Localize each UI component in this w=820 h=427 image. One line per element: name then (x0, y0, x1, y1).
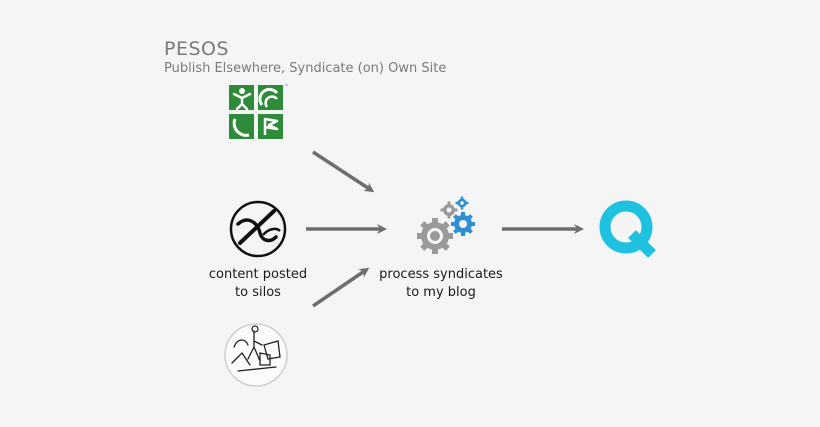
gears-icon (417, 196, 475, 254)
geocaching-circle-icon (229, 200, 287, 258)
trademark-mark: ™ (284, 84, 289, 90)
caption-content-posted: content posted to silos (196, 266, 320, 302)
arrow-bottom-to-process (312, 267, 370, 308)
caption-process-line2: to my blog (406, 285, 476, 300)
caption-process-line1: process syndicates (379, 267, 503, 282)
caption-silos-line1: content posted (208, 267, 308, 282)
caption-process-syndicates: process syndicates to my blog (366, 266, 516, 302)
page-subtitle: Publish Elsewhere, Syndicate (on) Own Si… (164, 61, 447, 76)
geocaching-logo-icon: ™ (229, 84, 289, 139)
page-title: PESOS (164, 38, 230, 60)
caption-silos-line2: to silos (235, 285, 281, 300)
arrow-top-to-process (312, 150, 375, 193)
sketch-badge-icon (224, 323, 288, 387)
q-logo-icon (599, 200, 656, 258)
